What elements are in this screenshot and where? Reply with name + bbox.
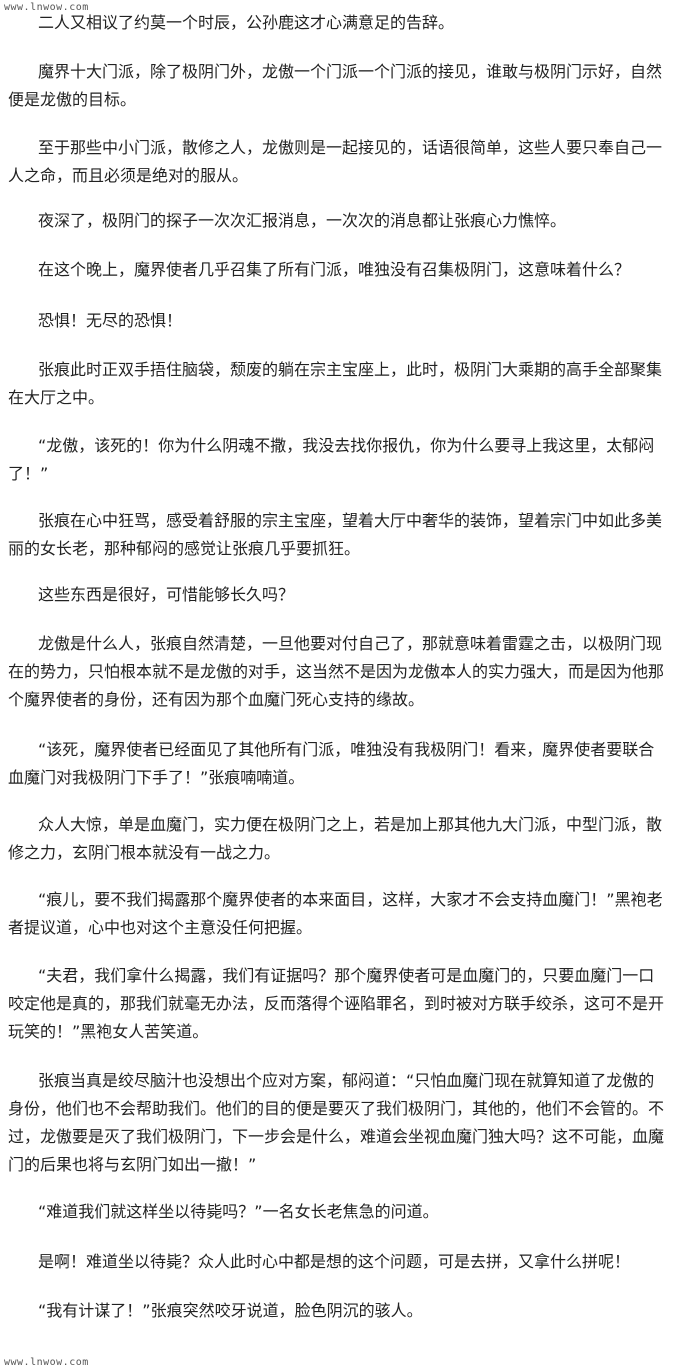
paragraph: “痕儿，要不我们揭露那个魔界使者的本来面目，这样，大家才不会支持血魔门！”黑袍老… xyxy=(8,890,663,937)
paragraph: 是啊！难道坐以待毙？众人此时心中都是想的这个问题，可是去拼，又拿什么拼呢！ xyxy=(38,1252,631,1271)
paragraph: “该死，魔界使者已经面见了其他所有门派，唯独没有我极阴门！看来，魔界使者要联合血… xyxy=(8,740,655,787)
paragraph: 夜深了，极阴门的探子一次次汇报消息，一次次的消息都让张痕心力憔悴。 xyxy=(38,211,567,230)
paragraph: 张痕在心中狂骂，感受着舒服的宗主宝座，望着大厅中奢华的装饰，望着宗门中如此多美丽… xyxy=(8,511,663,558)
paragraph: 张痕当真是绞尽脑汁也没想出个应对方案，郁闷道：“只怕血魔门现在就算知道了龙傲的身… xyxy=(8,1071,665,1174)
paragraph: 这些东西是很好，可惜能够长久吗？ xyxy=(38,585,295,604)
paragraph: “我有计谋了！”张痕突然咬牙说道，脸色阴沉的骇人。 xyxy=(38,1301,423,1320)
paragraph: 在这个晚上，魔界使者几乎召集了所有门派，唯独没有召集极阴门，这意味着什么？ xyxy=(38,260,631,279)
paragraph: 至于那些中小门派，散修之人，龙傲则是一起接见的，话语很简单，这些人要只奉自己一人… xyxy=(8,138,663,185)
paragraph: 众人大惊，单是血魔门，实力便在极阴门之上，若是加上那其他九大门派，中型门派，散修… xyxy=(8,815,663,862)
paragraph: 魔界十大门派，除了极阴门外，龙傲一个门派一个门派的接见，谁敢与极阴门示好，自然便… xyxy=(8,62,663,109)
paragraph: 恐惧！无尽的恐惧！ xyxy=(38,311,183,330)
site-watermark-footer: www.lnwow.com xyxy=(4,1357,89,1368)
paragraph: “龙傲，该死的！你为什么阴魂不撒，我没去找你报仇，你为什么要寻上我这里，太郁闷了… xyxy=(8,436,655,483)
paragraph: “难道我们就这样坐以待毙吗？”一名女长老焦急的问道。 xyxy=(38,1202,439,1221)
site-watermark-header: www.lnwow.com xyxy=(4,2,89,13)
paragraph: “夫君，我们拿什么揭露，我们有证据吗？那个魔界使者可是血魔门的，只要血魔门一口咬… xyxy=(8,966,665,1041)
paragraph: 张痕此时正双手捂住脑袋，颓废的躺在宗主宝座上，此时，极阴门大乘期的高手全部聚集在… xyxy=(8,360,663,407)
paragraph: 二人又相议了约莫一个时辰，公孙鹿这才心满意足的告辞。 xyxy=(38,13,455,32)
paragraph: 龙傲是什么人，张痕自然清楚，一旦他要对付自己了，那就意味着雷霆之击，以极阴门现在… xyxy=(8,634,665,709)
